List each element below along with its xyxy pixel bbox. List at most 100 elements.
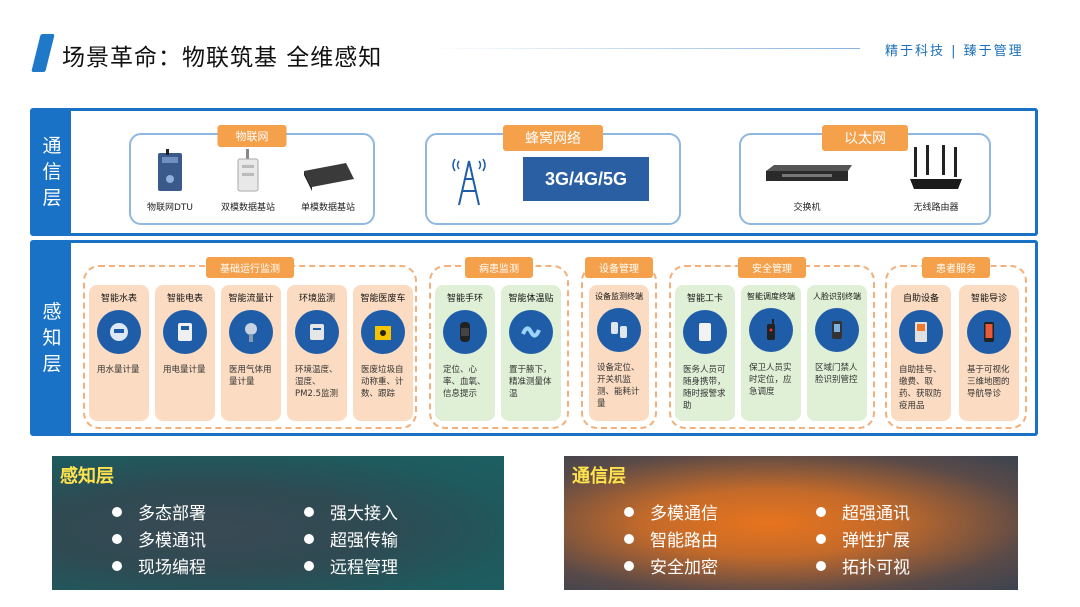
summary-item: 现场编程 <box>112 552 206 579</box>
card-desc: 医废垃圾自动称重、计数、跟踪 <box>361 365 404 399</box>
card-title: 智能体温贴 <box>508 294 554 304</box>
card-work-card[interactable]: 智能工卡 医务人员可随身携带，随时报警求助 <box>675 285 735 421</box>
cellular-group: 蜂窝网络 3G/4G/5G <box>425 125 681 225</box>
bullet-icon <box>112 560 122 571</box>
card-desc: 定位、心率、血氧、信息提示 <box>443 365 486 399</box>
ethernet-group: 以太网 交换机 无线路由器 <box>739 125 991 225</box>
summary-item: 超强通讯 <box>816 498 910 525</box>
ethernet-group-title: 以太网 <box>822 125 908 151</box>
environment-sensor-icon <box>295 310 339 354</box>
dtu-icon <box>158 149 182 191</box>
card-title: 环境监测 <box>298 294 335 304</box>
navigation-icon <box>967 310 1011 354</box>
summary-item: 多态部署 <box>112 498 206 525</box>
card-title: 智能电表 <box>166 294 203 304</box>
group-title: 基础运行监测 <box>206 257 294 278</box>
bullet-icon <box>304 506 314 517</box>
bullet-icon <box>816 560 826 571</box>
card-title: 智能手环 <box>446 294 483 304</box>
single-base-station: 单模数据基站 <box>291 149 365 213</box>
card-title: 智能流量计 <box>228 294 274 304</box>
card-desc: 置于腋下，精准测量体温 <box>509 365 552 399</box>
electric-meter-icon <box>163 310 207 354</box>
bullet-icon <box>624 506 634 517</box>
card-medical-waste[interactable]: 智能医废车 医废垃圾自动称重、计数、跟踪 <box>353 285 413 421</box>
basic-monitoring-group: 基础运行监测 智能水表 用水量计量 智能电表 用电量计量 智能流量计 医用气体用… <box>83 257 417 429</box>
card-electric-meter[interactable]: 智能电表 用电量计量 <box>155 285 215 421</box>
device-label: 无线路由器 <box>913 203 959 213</box>
cellular-badge: 3G/4G/5G <box>523 157 649 201</box>
title-divider <box>430 48 860 49</box>
card-water-meter[interactable]: 智能水表 用水量计量 <box>89 285 149 421</box>
bullet-icon <box>112 506 122 517</box>
group-title: 患者服务 <box>922 257 990 278</box>
comm-layer-label: 通 信 层 <box>33 111 71 233</box>
page-title: 场景革命：物联筑基 全维感知 <box>62 45 383 71</box>
sense-summary-list-1: 多态部署 多模通讯 现场编程 <box>112 498 206 579</box>
medical-waste-icon <box>361 310 405 354</box>
card-smart-band[interactable]: 智能手环 定位、心率、血氧、信息提示 <box>435 285 495 421</box>
title-accent-bar <box>31 34 55 72</box>
device-terminal-icon <box>597 308 641 352</box>
sense-layer-panel: 感 知 层 基础运行监测 智能水表 用水量计量 智能电表 用电量计量 智能流量计… <box>30 240 1038 436</box>
device-label: 物联网DTU <box>146 203 193 213</box>
card-title: 智能工卡 <box>686 294 723 304</box>
card-navigation[interactable]: 智能导诊 基于可视化三维地图的导航导诊 <box>959 285 1019 421</box>
summary-item: 远程管理 <box>304 552 398 579</box>
comm-summary-title: 通信层 <box>572 466 626 487</box>
device-label: 交换机 <box>793 203 821 213</box>
card-desc: 设备定位、开关机监测、能耗计量 <box>597 363 640 409</box>
label-char: 通 <box>42 135 62 157</box>
summary-item: 智能路由 <box>624 525 718 552</box>
card-title: 智能调度终端 <box>747 292 795 301</box>
safety-management-group: 安全管理 智能工卡 医务人员可随身携带，随时报警求助 智能调度终端 保卫人员实时… <box>669 257 875 429</box>
card-title: 智能医废车 <box>360 294 406 304</box>
comm-summary-list-1: 多模通信 智能路由 安全加密 <box>624 498 718 579</box>
switch-device: 交换机 <box>757 155 857 213</box>
card-device-terminal[interactable]: 设备监测终端 设备定位、开关机监测、能耗计量 <box>589 285 649 421</box>
card-desc: 用水量计量 <box>97 365 140 375</box>
summary-item: 弹性扩展 <box>816 525 910 552</box>
walkie-talkie-icon <box>749 308 793 352</box>
label-char: 层 <box>42 353 62 375</box>
bullet-icon <box>624 560 634 571</box>
water-meter-icon <box>97 310 141 354</box>
router-box-icon <box>304 163 354 191</box>
bullet-icon <box>304 533 314 544</box>
card-desc: 保卫人员实时定位，应急调度 <box>749 363 792 397</box>
comm-layer-panel: 通 信 层 物联网 物联网DTU 双模数据基站 <box>30 108 1038 236</box>
summary-item: 拓扑可视 <box>816 552 910 579</box>
cellular-group-title: 蜂窝网络 <box>503 125 603 151</box>
bullet-icon <box>112 533 122 544</box>
switch-icon <box>766 165 852 181</box>
bullet-icon <box>816 506 826 517</box>
group-title: 安全管理 <box>738 257 806 278</box>
comm-summary-list-2: 超强通讯 弹性扩展 拓扑可视 <box>816 498 910 579</box>
patient-monitoring-group: 病患监测 智能手环 定位、心率、血氧、信息提示 智能体温贴 置于腋下，精准测量体… <box>429 257 569 429</box>
device-label: 双模数据基站 <box>220 203 275 213</box>
card-thermo-patch[interactable]: 智能体温贴 置于腋下，精准测量体温 <box>501 285 561 421</box>
card-face-recognition[interactable]: 人脸识别终端 区域门禁人脸识别管控 <box>807 285 867 421</box>
face-recognition-icon <box>815 308 859 352</box>
thermo-patch-icon <box>509 310 553 354</box>
sense-layer-label: 感 知 层 <box>33 243 71 433</box>
card-environment[interactable]: 环境监测 环境温度、湿度、PM2.5监测 <box>287 285 347 421</box>
group-title: 设备管理 <box>585 257 653 278</box>
patient-services-group: 患者服务 自助设备 自助挂号、缴费、取药、获取防疫用品 智能导诊 基于可视化三维… <box>885 257 1027 429</box>
iot-group-title: 物联网 <box>217 125 287 147</box>
bullet-icon <box>624 533 634 544</box>
card-desc: 区域门禁人脸识别管控 <box>815 363 858 385</box>
device-label: 单模数据基站 <box>300 203 355 213</box>
card-dispatch-terminal[interactable]: 智能调度终端 保卫人员实时定位，应急调度 <box>741 285 801 421</box>
label-char: 感 <box>42 301 62 323</box>
dual-base-station: 双模数据基站 <box>213 149 283 213</box>
card-flow-meter[interactable]: 智能流量计 医用气体用量计量 <box>221 285 281 421</box>
card-desc: 环境温度、湿度、PM2.5监测 <box>295 365 338 399</box>
card-kiosk[interactable]: 自助设备 自助挂号、缴费、取药、获取防疫用品 <box>891 285 951 421</box>
card-title: 智能水表 <box>100 294 137 304</box>
cell-tower-icon <box>452 158 486 206</box>
summary-item: 多模通讯 <box>112 525 206 552</box>
summary-item: 强大接入 <box>304 498 398 525</box>
sense-summary-list-2: 强大接入 超强传输 远程管理 <box>304 498 398 579</box>
group-title: 病患监测 <box>465 257 533 278</box>
